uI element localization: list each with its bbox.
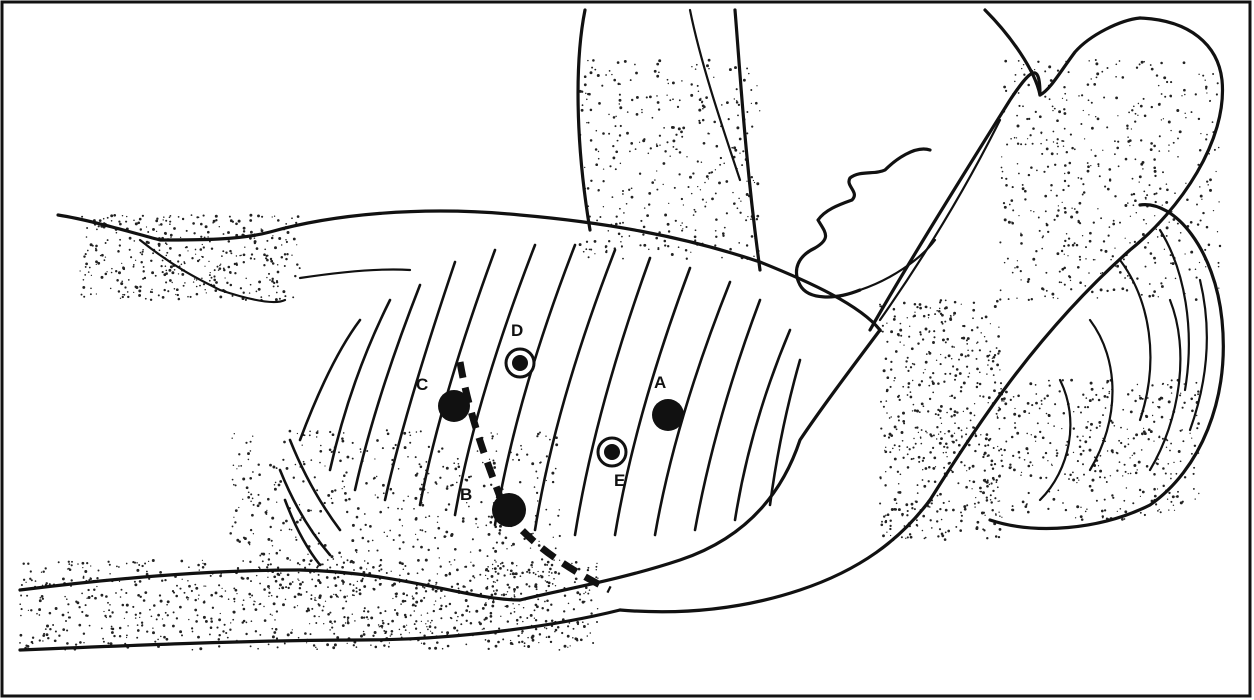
- marker-D-core: [512, 355, 528, 371]
- marker-D-label: D: [511, 321, 523, 340]
- marker-A-dot: [652, 399, 684, 431]
- marker-E-core: [604, 444, 620, 460]
- marker-B-dot: [492, 493, 526, 527]
- marker-C-dot: [438, 390, 470, 422]
- marker-C-label: C: [416, 375, 428, 394]
- marker-A-label: A: [654, 373, 666, 392]
- marker-E-label: E: [614, 471, 625, 490]
- marker-B-label: B: [460, 485, 472, 504]
